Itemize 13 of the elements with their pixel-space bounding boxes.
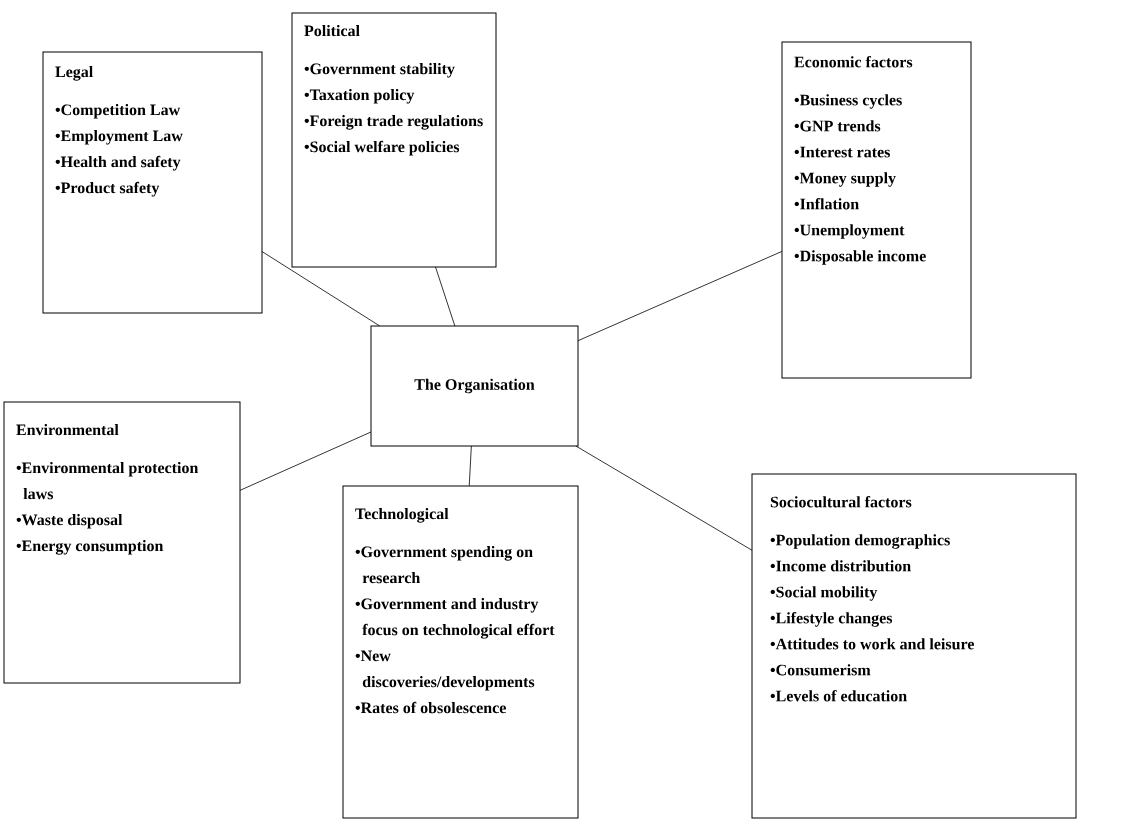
- connector-line: [468, 445, 472, 487]
- factor-box: Technological •Government spending on research •Government and industry focus on technological effort •New discoveries/developments •Rates of obsolescence: [342, 485, 579, 819]
- connector-line: [435, 266, 456, 327]
- factor-box: Environmental •Environmental protection laws •Waste disposal •Energy consumption: [3, 401, 241, 684]
- factor-box: Legal •Competition Law •Employment Law •Health and safety •Product safety: [42, 51, 263, 314]
- connector-line: [261, 251, 381, 327]
- connector-line: [575, 445, 753, 551]
- center-box: The Organisation: [370, 325, 579, 447]
- factor-box: Sociocultural factors •Population demographics •Income distribution •Social mobility •Lifestyle changes •Attitudes to work and leisure •Consumerism •Levels of education: [751, 473, 1077, 819]
- connector-line: [577, 250, 783, 342]
- connector-line: [239, 431, 372, 491]
- factor-box: Economic factors •Business cycles •GNP trends •Interest rates •Money supply •Inflation •Unemployment •Disposable income: [781, 41, 972, 379]
- factor-box: Political •Government stability •Taxation policy •Foreign trade regulations •Social welfare policies: [291, 12, 497, 268]
